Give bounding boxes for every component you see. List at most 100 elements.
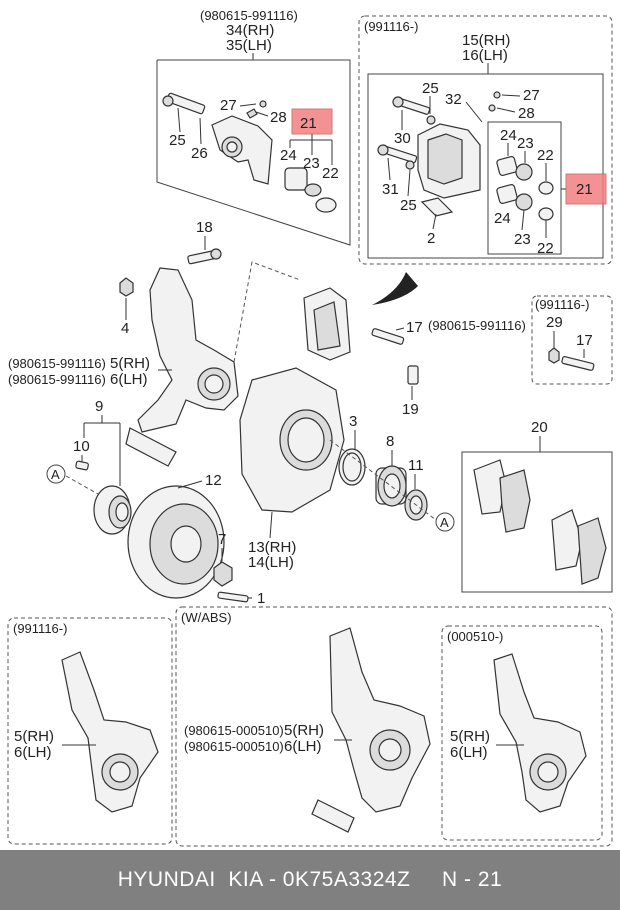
label-grp-f-code: (000510-) [447,629,503,644]
dashed-frame-e [175,606,613,847]
caliper-carrier-part [303,287,351,361]
dashed-frame-f [441,625,603,841]
label-19: 19 [402,401,419,418]
caliper-group-late: (991116-) 15(RH) 16(LH) [358,15,613,265]
hub-nut-7-part [213,561,233,587]
knuckle-group-bottom-left: (991116-) 5(RH) 6(LH) [7,617,173,845]
label-12: 12 [205,472,222,489]
label-5c-code: (980615-000510) [184,723,284,738]
label-6c-code: (980615-000510) [184,739,284,754]
exploded-parts-diagram: (980615-991116) 34(RH) 35(LH) 21 27 28 [7,8,613,847]
label-22-a: 22 [322,165,339,182]
label-6c: 6(LH) [284,738,322,755]
guide-pin-part [162,92,206,115]
bolt-19-part [407,365,419,385]
label-21-b: 21 [576,181,593,198]
brake-disc-part [127,485,225,599]
label-17-a: 17 [406,319,423,336]
ref-circle-a-left [46,464,66,484]
label-5d: 5(RH) [450,728,490,745]
label-5c: 5(RH) [284,722,324,739]
label-25-c: 25 [400,197,417,214]
label-grp-c-code: (991116-) [535,297,589,312]
label-8: 8 [386,433,394,450]
label-25-b: 25 [422,80,439,97]
label-22-c: 22 [537,240,554,257]
label-34: 34(RH) [226,22,274,39]
caliper-body-early [211,115,273,185]
label-18: 18 [196,219,213,236]
label-15: 15(RH) [462,32,510,49]
bolt-1-part [217,591,249,603]
knuckle-group-abs: (W/ABS) (980615-000510) 5(RH) (980615-00… [175,606,613,847]
label-28-a: 28 [270,109,287,126]
piston-kit-late [496,156,554,221]
nut-4-part [119,277,134,297]
footer-part-number: HYUNDAI KIA - 0K75A3324Z N - 21 [117,868,503,891]
label-13: 13(RH) [248,539,296,556]
hub-group: 9 10 A [46,398,132,535]
ref-circle-a-right [435,512,455,532]
wheel-hub-part [93,485,132,535]
label-6a: 6(LH) [110,371,148,388]
bolt-30-part [392,96,431,115]
label-35: 35(LH) [226,37,272,54]
dashed-frame-d [7,617,173,845]
shim-part [420,197,454,217]
hub-bolt-10-part [75,460,89,471]
label-11: 11 [408,457,424,474]
caliper-frame-early [156,59,351,246]
piston-kit-early [284,167,337,213]
snap-ring-part [338,448,366,486]
label-30: 30 [394,130,411,147]
piston-subframe [487,121,562,255]
label-circle-a-left: A [51,467,60,482]
label-24-b: 24 [500,127,517,144]
label-grp-b-code: (991116-) [364,19,418,34]
dust-shield-part [239,367,345,513]
label-6a-code: (980615-991116) [8,372,106,387]
label-1: 1 [257,590,265,607]
label-16: 16(LH) [462,47,508,64]
bolt-17a-part [371,328,405,345]
label-29: 29 [546,314,563,331]
label-grp-d-code: (991116-) [13,621,67,636]
label-23-b: 23 [517,135,534,152]
label-27-a: 27 [220,97,237,114]
caliper-frame-late [367,73,604,259]
label-7: 7 [218,531,226,548]
brake-pad-set: 20 [461,419,613,593]
highlight-21-a [291,108,333,135]
label-23-c: 23 [514,231,531,248]
label-circle-a-right: A [440,515,449,530]
label-10: 10 [73,438,90,455]
label-17-b: 17 [576,332,593,349]
label-6d: 6(LH) [450,744,488,761]
label-grp-e-code: (W/ABS) [181,610,232,625]
label-3: 3 [349,413,357,430]
label-2: 2 [427,230,435,247]
label-25-a: 25 [169,132,186,149]
pointer-arrow [372,272,418,305]
label-14: 14(LH) [248,554,294,571]
label-23-a: 23 [303,155,320,172]
label-20: 20 [531,419,548,436]
label-5b: 5(RH) [14,728,54,745]
label-5a: 5(RH) [110,355,150,372]
label-32: 32 [445,91,462,108]
bolt-18-part [187,248,222,265]
pads-frame [461,451,613,593]
label-5a-code: (980615-991116) [8,356,106,371]
footer-bar: HYUNDAI KIA - 0K75A3324Z N - 21 [0,850,620,910]
label-4: 4 [121,320,129,337]
label-27-b: 27 [523,87,540,104]
label-9: 9 [95,398,103,415]
nut-29-part [548,347,560,364]
caliper-body-late [417,123,481,199]
label-6b: 6(LH) [14,744,52,761]
label-17-a-code: (980615-991116) [428,318,526,333]
label-24-a: 24 [280,147,297,164]
label-22-b: 22 [537,147,554,164]
dashed-frame-late [358,15,613,265]
bolt-group-late: (991116-) 29 17 [531,295,613,385]
